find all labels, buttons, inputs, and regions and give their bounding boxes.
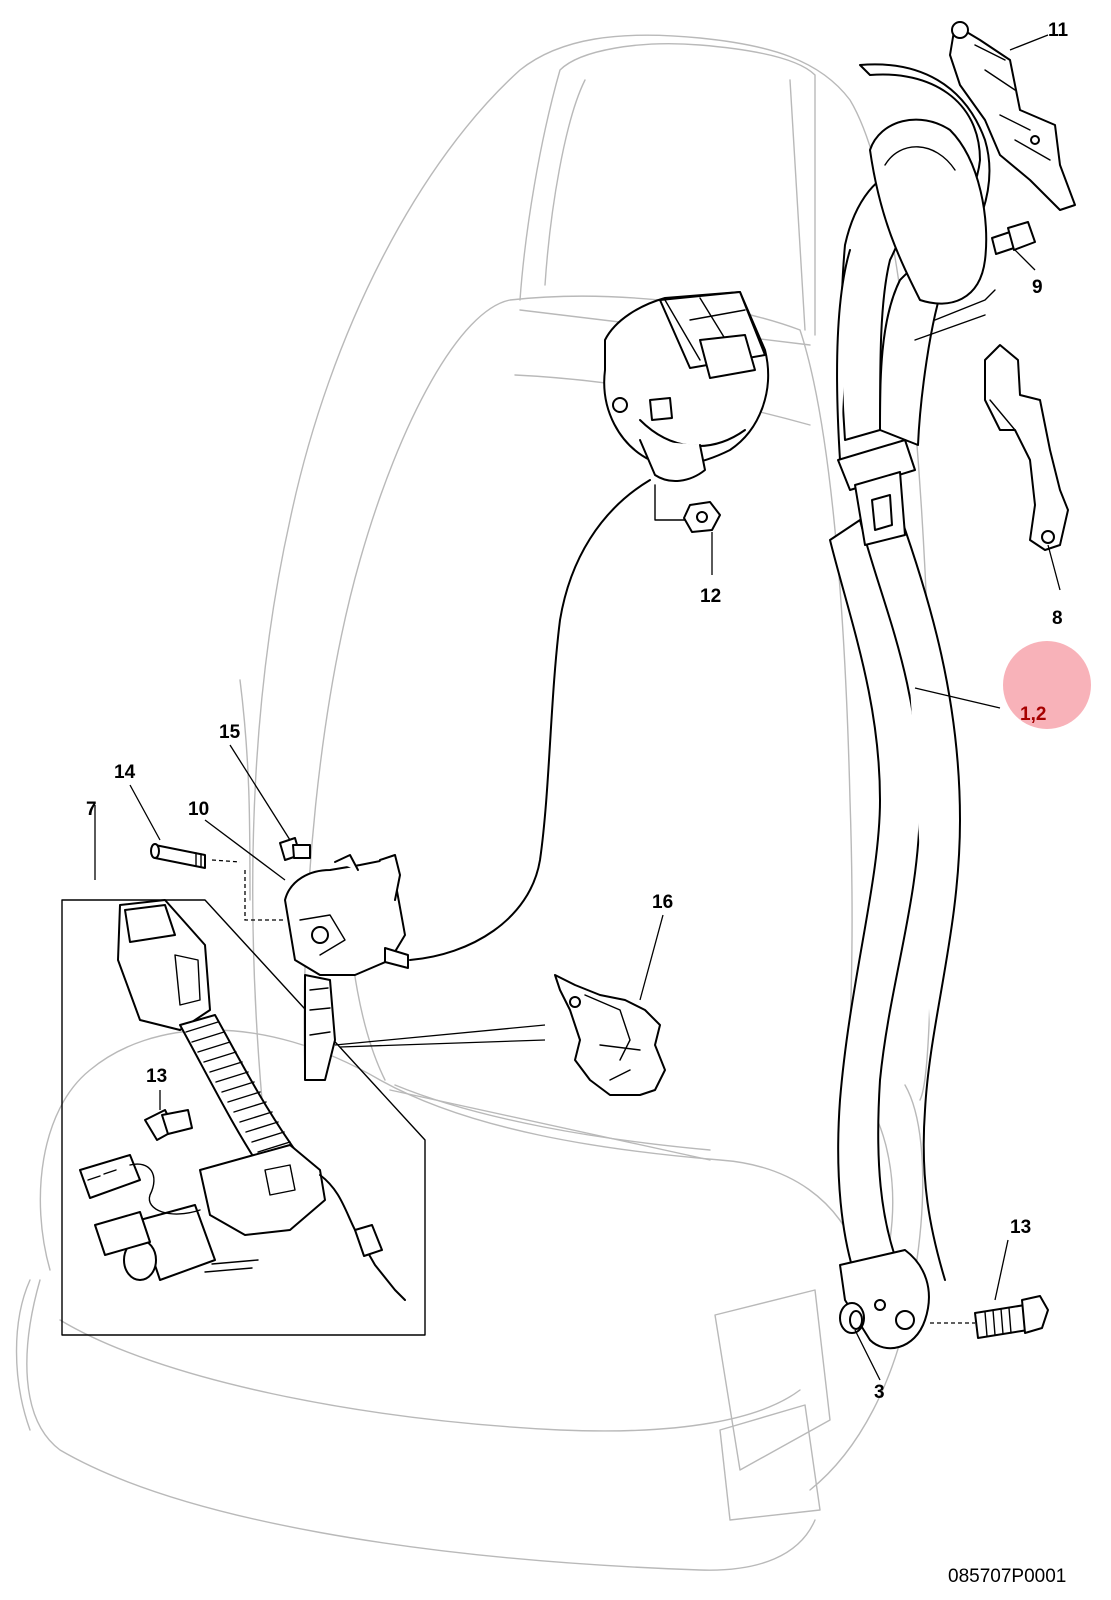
latch-10 [244, 854, 546, 1081]
callout-9[interactable]: 9 [1032, 277, 1043, 298]
bracket-11 [949, 21, 1076, 211]
highlight-hotspot-1-2[interactable] [1003, 641, 1091, 729]
callout-1-2[interactable]: 1,2 [1020, 704, 1046, 725]
nut-12 [683, 501, 721, 533]
callout-16[interactable]: 16 [652, 892, 673, 913]
leader-lines [94, 34, 1061, 1381]
callout-labels: 11 9 12 8 1,2 15 14 10 7 16 13 13 3 [86, 20, 1069, 1403]
pin-14 [150, 843, 241, 869]
callout-3[interactable]: 3 [874, 1382, 885, 1403]
callout-12[interactable]: 12 [700, 586, 721, 607]
callout-11[interactable]: 11 [1048, 20, 1069, 41]
seat-outline [15, 34, 933, 1571]
callout-13-inset[interactable]: 13 [146, 1066, 167, 1087]
callout-7[interactable]: 7 [86, 799, 97, 820]
bracket-8 [984, 344, 1069, 551]
callout-10[interactable]: 10 [188, 799, 209, 820]
buckle-inset-7 [61, 899, 426, 1336]
callout-14[interactable]: 14 [114, 762, 136, 783]
bolt-13-right [930, 1295, 1049, 1339]
callout-8[interactable]: 8 [1052, 608, 1063, 629]
callout-13-right[interactable]: 13 [1010, 1217, 1031, 1238]
belt-webbing [829, 63, 996, 1350]
callout-15[interactable]: 15 [219, 722, 241, 743]
belt-retractor [409, 291, 770, 961]
spacer-3 [839, 1302, 865, 1334]
diagram-reference-number: 085707P0001 [948, 1566, 1066, 1587]
bolt-9 [991, 221, 1036, 255]
screw-15 [279, 837, 311, 861]
cover-16 [554, 974, 666, 1096]
